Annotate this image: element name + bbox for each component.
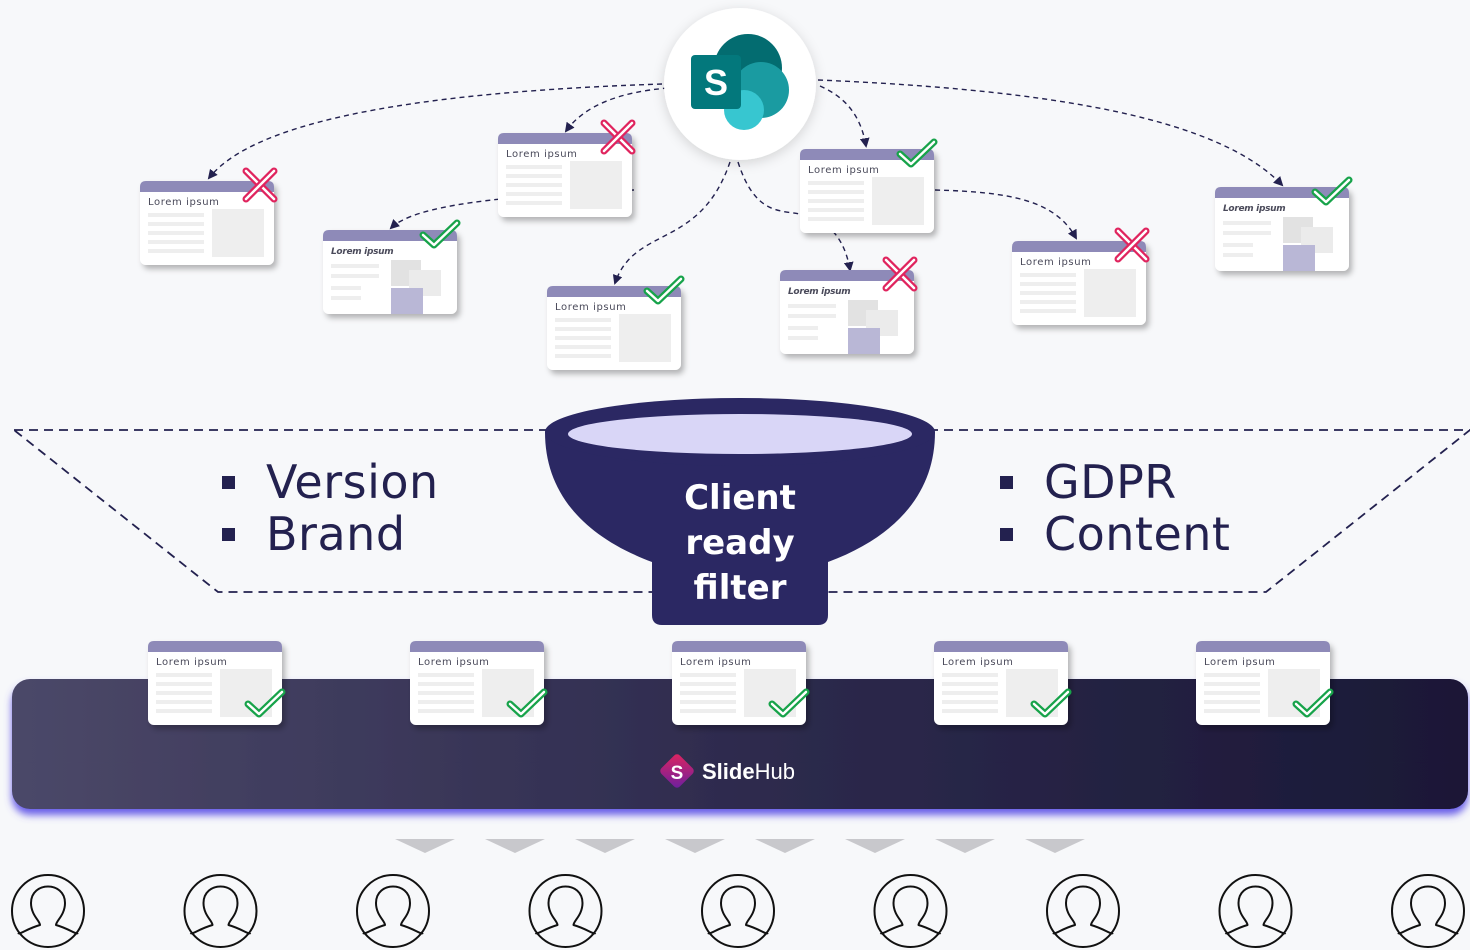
arrow-to-doc-2 xyxy=(564,87,669,133)
approve-check-icon xyxy=(1030,688,1072,718)
delivery-arrow xyxy=(665,839,725,853)
card-title: Lorem ipsum xyxy=(808,165,880,176)
user-icon xyxy=(528,874,603,948)
end-users xyxy=(11,874,1465,948)
arrow-to-doc-5 xyxy=(612,161,731,285)
card-title: Lorem ipsum xyxy=(788,287,850,297)
user-icon xyxy=(701,874,775,948)
source-doc-card: Lorem ipsum xyxy=(323,219,461,314)
approved-documents: Lorem ipsum Lorem ipsum Lorem ipsum Lorem i… xyxy=(148,641,1334,725)
card-title: Lorem ipsum xyxy=(418,657,490,668)
reject-cross-icon xyxy=(1114,227,1150,263)
arrow-to-doc-1 xyxy=(207,83,663,180)
funnel-label-line-2: ready xyxy=(685,523,795,563)
card-title: Lorem ipsum xyxy=(1204,657,1276,668)
arrow-to-doc-8 xyxy=(817,79,1284,187)
slidehub-logo: S xyxy=(660,754,694,788)
card-title: Lorem ipsum xyxy=(1020,257,1092,268)
approve-check-icon xyxy=(244,688,286,718)
approved-doc-card: Lorem ipsum xyxy=(410,641,548,725)
delivery-arrow xyxy=(395,839,455,853)
card-title: Lorem ipsum xyxy=(942,657,1014,668)
reject-cross-icon xyxy=(882,256,918,292)
source-doc-card: Lorem ipsum xyxy=(1012,227,1150,325)
user-icon xyxy=(183,874,258,948)
user-icon xyxy=(1046,874,1120,948)
user-icon xyxy=(1391,874,1465,948)
slidehub-platform: S SlideHub xyxy=(12,679,1468,809)
approve-check-icon xyxy=(419,219,461,249)
delivery-arrow xyxy=(575,839,635,853)
card-title: Lorem ipsum xyxy=(331,247,393,257)
funnel-label: Client ready filter xyxy=(640,476,840,611)
source-doc-card: Lorem ipsum xyxy=(800,138,938,233)
criteria-item-brand: Brand xyxy=(220,508,439,560)
reject-cross-icon xyxy=(600,119,636,155)
source-doc-card: Lorem ipsum xyxy=(498,119,636,217)
approved-doc-card: Lorem ipsum xyxy=(1196,641,1334,725)
user-icon xyxy=(356,874,430,948)
slidehub-logo-letter: S xyxy=(671,763,684,784)
filter-zone-outline xyxy=(11,429,1470,593)
delivery-arrow xyxy=(755,839,815,853)
approved-doc-card: Lorem ipsum xyxy=(672,641,810,725)
arrow-to-doc-3 xyxy=(819,85,870,148)
delivery-arrow xyxy=(1025,839,1085,853)
criteria-item-version: Version xyxy=(220,456,439,508)
funnel-label-line-3: filter xyxy=(693,568,787,608)
approve-check-icon xyxy=(1311,176,1353,206)
client-ready-filter-funnel xyxy=(545,398,935,625)
left-criteria-list: Version Brand xyxy=(220,456,439,560)
slidehub-wordmark-regular: Hub xyxy=(755,759,795,784)
user-icon xyxy=(873,874,948,948)
card-title: Lorem ipsum xyxy=(148,197,220,208)
slidehub-wordmark: SlideHub xyxy=(702,759,795,784)
approve-check-icon xyxy=(1292,688,1334,718)
approve-check-icon xyxy=(506,688,548,718)
criteria-item-content: Content xyxy=(998,508,1230,560)
sharepoint-letter: S xyxy=(704,62,728,103)
card-title: Lorem ipsum xyxy=(680,657,752,668)
approve-check-icon xyxy=(896,138,938,168)
arrow-to-doc-7 xyxy=(934,189,1077,240)
delivery-arrows xyxy=(395,839,1085,853)
slidehub-wordmark-bold: Slide xyxy=(702,759,755,784)
approved-doc-card: Lorem ipsum xyxy=(148,641,286,725)
sharepoint-icon: S xyxy=(664,8,816,160)
reject-cross-icon xyxy=(242,167,278,203)
card-title: Lorem ipsum xyxy=(506,149,578,160)
approve-check-icon xyxy=(643,275,685,305)
right-criteria-list: GDPR Content xyxy=(998,456,1230,560)
source-doc-card: Lorem ipsum xyxy=(140,167,278,265)
delivery-arrow xyxy=(485,839,545,853)
user-icon xyxy=(1218,874,1293,948)
source-doc-card: Lorem ipsum xyxy=(780,256,918,354)
card-title: Lorem ipsum xyxy=(555,302,627,313)
user-icon xyxy=(11,874,85,948)
criteria-item-gdpr: GDPR xyxy=(998,456,1230,508)
delivery-arrow xyxy=(935,839,995,853)
approved-doc-card: Lorem ipsum xyxy=(934,641,1072,725)
source-doc-card: Lorem ipsum xyxy=(547,275,685,370)
arrow-to-doc-6 xyxy=(737,161,854,272)
funnel-label-line-1: Client xyxy=(684,478,796,518)
source-doc-card: Lorem ipsum xyxy=(1215,176,1353,271)
delivery-arrow xyxy=(845,839,905,853)
approve-check-icon xyxy=(768,688,810,718)
card-title: Lorem ipsum xyxy=(156,657,228,668)
card-title: Lorem ipsum xyxy=(1223,204,1285,214)
